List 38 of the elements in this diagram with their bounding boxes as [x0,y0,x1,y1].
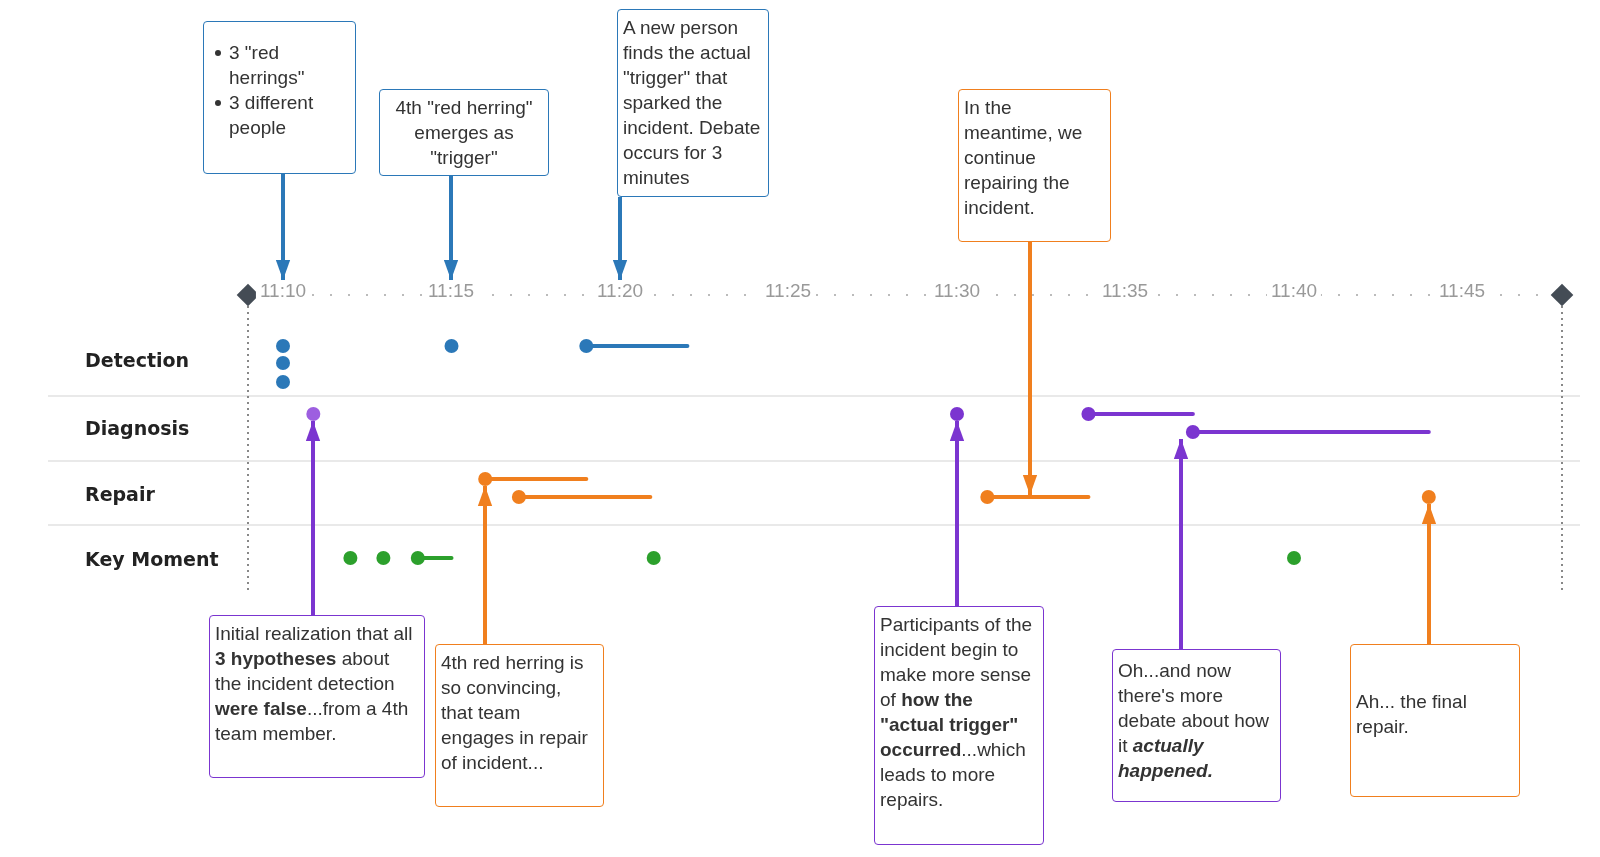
callout-box [209,615,425,778]
callout-text: Oh...and now there's more debate about how it actually happened. [1118,659,1271,783]
callout-text: Ah... the final repair. [1356,690,1468,739]
timeline-dot [306,407,321,421]
timeline-bar [478,472,589,486]
timeline-dot [950,407,964,421]
row-label: Key Moment [85,548,219,570]
callout-box [1112,649,1281,802]
timeline-dot [1421,490,1436,504]
callout-text: 4th "red herring" emerges as "trigger" [394,96,534,170]
callout-text: A new person finds the actual "trigger" that sparked the incident. Debate occurs for 3 minutes [623,16,762,190]
callout-box [874,606,1044,845]
bullet-text: 3 different people [229,92,314,138]
callout-text: In the meantime, we continue repairing the incident. [964,96,1084,220]
row-label: Detection [85,349,190,371]
callout-box [203,21,356,174]
leader-arrow [1173,439,1189,649]
timeline-bar [980,490,1091,504]
callout-text: Participants of the incident begin to make more sense of how the "actual trigger" occurred...which leads to more repairs. [880,613,1034,812]
row-label: Diagnosis [85,417,190,439]
timeline-bar [1185,425,1431,439]
callout-box [1350,644,1520,797]
leader-arrow [477,486,493,644]
callout-text: Initial realization that all 3 hypotheses about the incident detection were false...from a 4th team member. [215,622,414,746]
callout-box [617,9,769,197]
callout-text: 4th red herring is so convincing, that team engages in repair of incident... [441,651,589,775]
row-label: Repair [85,483,155,505]
callout-box [435,644,604,807]
leader-arrow [949,421,965,606]
leader-arrow [1022,242,1038,495]
leader-arrow [305,421,321,615]
leader-arrow [443,176,459,280]
leader-arrow [1421,504,1437,644]
callout-box [379,89,549,176]
callout-box [958,89,1111,242]
leader-arrow [612,197,628,280]
bullet-text: 3 "red herrings" [229,42,305,88]
leader-arrow [275,174,291,280]
